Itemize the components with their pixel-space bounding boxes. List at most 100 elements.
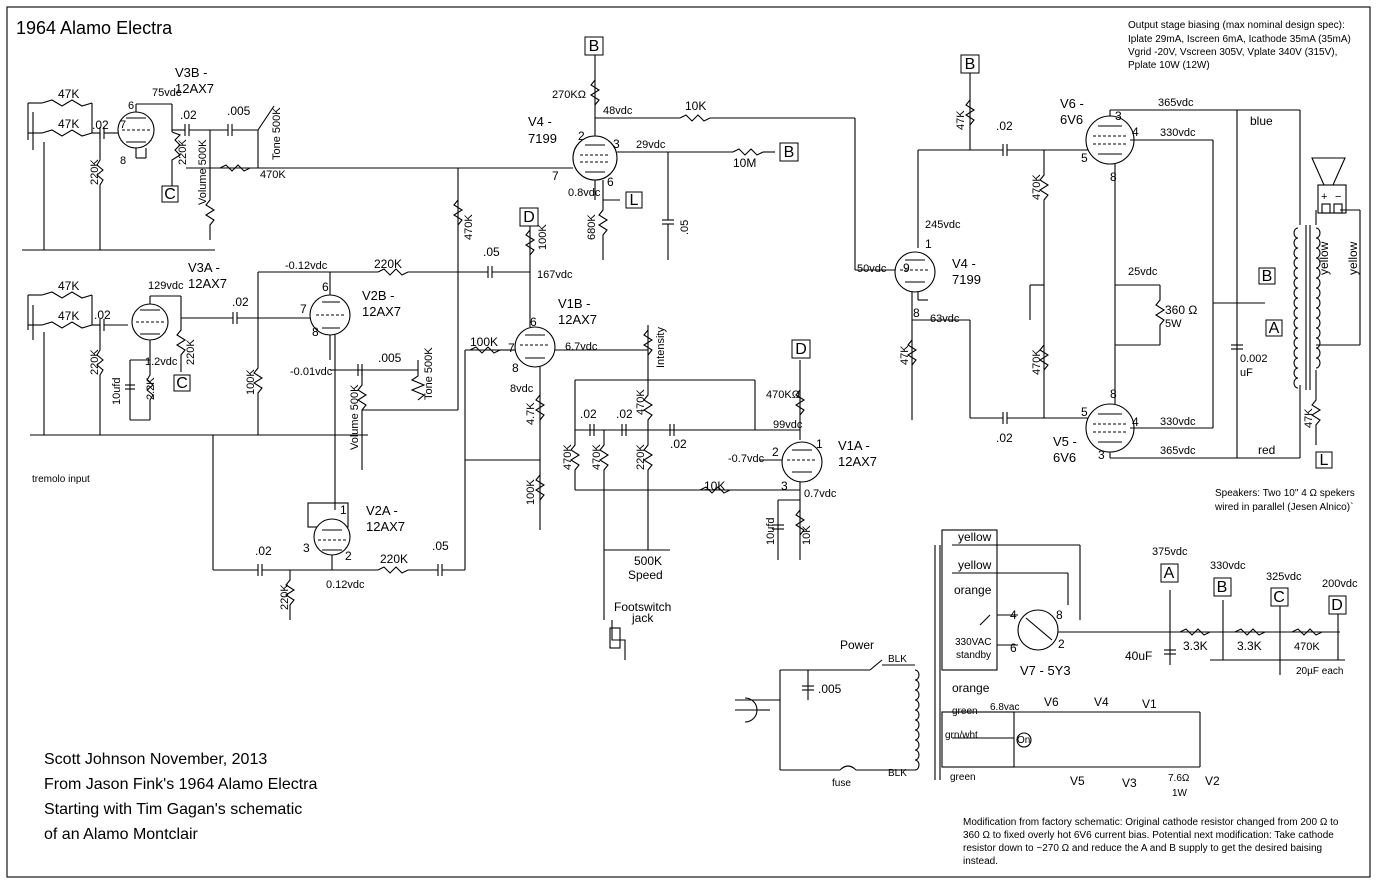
svg-text:1W: 1W (1172, 788, 1188, 799)
svg-text:220K: 220K (374, 257, 402, 271)
svg-text:grn/wht: grn/wht (945, 730, 978, 741)
svg-text:Power: Power (840, 638, 874, 652)
svg-text:330vdc: 330vdc (1160, 127, 1196, 139)
svg-text:V3: V3 (1122, 776, 1137, 790)
svg-text:5W: 5W (1165, 318, 1182, 330)
svg-text:10M: 10M (733, 156, 756, 170)
border (6, 6, 1371, 878)
svg-text:-0.01vdc: -0.01vdc (290, 366, 333, 378)
svg-text:yellow: yellow (1346, 241, 1360, 275)
svg-text:20µF each: 20µF each (1296, 666, 1343, 677)
svg-text:C: C (1273, 589, 1285, 606)
svg-text:75vdc: 75vdc (152, 87, 182, 99)
svg-text:9: 9 (903, 261, 910, 275)
v3b-stage: 678 C (22, 99, 458, 251)
svg-text:10ufd: 10ufd (111, 377, 123, 405)
svg-text:V2A -: V2A - (366, 503, 398, 518)
svg-text:A: A (1164, 565, 1175, 582)
svg-text:10K: 10K (704, 479, 725, 493)
svg-text:orange: orange (954, 583, 992, 597)
svg-text:B: B (1262, 268, 1273, 285)
v2a-stage (212, 346, 501, 620)
svg-text:tremolo input: tremolo input (32, 474, 90, 485)
svg-text:0.12vdc: 0.12vdc (326, 579, 365, 591)
svg-text:99vdc: 99vdc (773, 419, 803, 431)
svg-text:D: D (795, 341, 807, 358)
svg-text:6: 6 (128, 100, 134, 112)
svg-text:63vdc: 63vdc (930, 313, 960, 325)
svg-text:V4 -: V4 - (952, 256, 976, 271)
svg-text:.02: .02 (94, 308, 111, 322)
svg-text:1: 1 (340, 503, 347, 517)
svg-text:40uF: 40uF (1125, 649, 1152, 663)
svg-text:V5: V5 (1070, 774, 1085, 788)
svg-text:.02: .02 (180, 108, 197, 122)
svg-text:blue: blue (1250, 114, 1273, 128)
title: 1964 Alamo Electra (16, 18, 173, 38)
svg-text:47K: 47K (58, 279, 79, 293)
svg-text:3.3K: 3.3K (1183, 639, 1208, 653)
svg-text:365vdc: 365vdc (1160, 445, 1196, 457)
svg-text:0.8vdc: 0.8vdc (568, 187, 601, 199)
svg-text:680K: 680K (586, 214, 598, 240)
svg-text:47K: 47K (1303, 408, 1315, 428)
svg-text:48vdc: 48vdc (603, 105, 633, 117)
svg-text:47K: 47K (58, 87, 79, 101)
svg-text:360 Ω: 360 Ω (1165, 303, 1197, 317)
svg-text:365vdc: 365vdc (1158, 97, 1194, 109)
svg-text:V5 -: V5 - (1053, 434, 1077, 449)
svg-text:12AX7: 12AX7 (188, 276, 227, 291)
svg-text:220K: 220K (89, 159, 101, 185)
svg-text:47K: 47K (58, 309, 79, 323)
svg-text:100K: 100K (470, 335, 498, 349)
svg-text:V2B -: V2B - (362, 288, 395, 303)
svg-text:Intensity: Intensity (655, 327, 667, 368)
svg-text:.02: .02 (996, 431, 1013, 445)
svg-text:220K: 220K (380, 552, 408, 566)
svg-text:Speed: Speed (628, 568, 663, 582)
svg-text:470K: 470K (591, 444, 603, 470)
svg-text:270KΩ: 270KΩ (552, 89, 586, 101)
svg-text:B: B (784, 144, 795, 161)
power-supply (735, 529, 1345, 780)
svg-text:470K: 470K (260, 169, 286, 181)
svg-text:BLK: BLK (888, 654, 907, 665)
svg-text:C: C (164, 186, 176, 203)
svg-text:.005: .005 (227, 104, 251, 118)
svg-text:7199: 7199 (952, 272, 981, 287)
svg-text:-0.7vdc: -0.7vdc (728, 453, 765, 465)
svg-text:A: A (1269, 320, 1280, 337)
svg-text:3: 3 (303, 541, 310, 555)
svg-text:129vdc: 129vdc (148, 280, 184, 292)
svg-text:10K: 10K (801, 525, 813, 545)
svg-text:Volume 500K: Volume 500K (197, 139, 209, 205)
svg-text:B: B (589, 38, 600, 55)
svg-text:V3A -: V3A - (188, 260, 220, 275)
svg-text:50vdc: 50vdc (857, 263, 887, 275)
svg-text:red: red (1258, 443, 1275, 457)
svg-text:6.8vac: 6.8vac (990, 702, 1019, 713)
v3a-stage: C (27, 266, 530, 436)
svg-text:100K: 100K (525, 479, 537, 505)
svg-text:4.7K: 4.7K (525, 402, 537, 425)
svg-text:470K: 470K (463, 214, 475, 240)
svg-text:V6 -: V6 - (1060, 96, 1084, 111)
svg-text:2: 2 (345, 549, 352, 563)
svg-text:200vdc: 200vdc (1322, 578, 1358, 590)
svg-text:8: 8 (512, 361, 519, 375)
svg-text:.02: .02 (92, 118, 109, 132)
credits: Scott Johnson November, 2013 From Jason … (44, 751, 322, 843)
v1a-stage (569, 325, 823, 660)
svg-text:8: 8 (120, 155, 126, 167)
svg-text:8: 8 (1056, 608, 1063, 622)
svg-text:V1A -: V1A - (838, 438, 870, 453)
svg-text:2: 2 (772, 445, 779, 459)
svg-text:5: 5 (1081, 151, 1088, 165)
svg-text:4: 4 (1132, 415, 1139, 429)
svg-text:330vdc: 330vdc (1160, 416, 1196, 428)
svg-text:6: 6 (530, 315, 537, 329)
svg-text:fuse: fuse (832, 778, 851, 789)
svg-text:330vdc: 330vdc (1210, 560, 1246, 572)
svg-text:3: 3 (1098, 448, 1105, 462)
